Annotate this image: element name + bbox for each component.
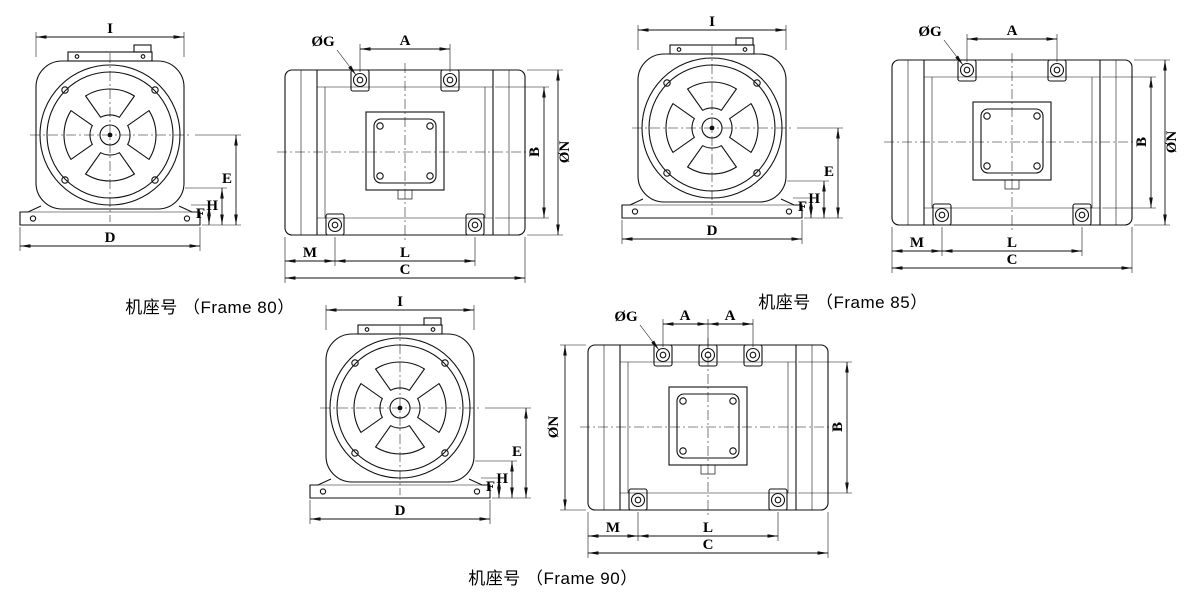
dim-label-H: H	[206, 198, 218, 214]
dim-label-F: F	[486, 479, 495, 495]
frame85-front-view: I D F H E	[621, 14, 843, 244]
frame85-side-view: ØG A B ØN M L C	[883, 23, 1180, 273]
dim-label-OG: ØG	[614, 309, 638, 325]
frame-80-caption: 机座号 （Frame 80）	[125, 298, 295, 317]
dim-label-L: L	[703, 520, 713, 536]
motor-front-drawing	[19, 44, 201, 226]
dim-label-C: C	[1007, 252, 1018, 268]
frame90-front-dimensions: I D F H E	[309, 294, 531, 524]
dim-label-I: I	[709, 14, 715, 30]
dim-label-A: A	[400, 33, 411, 49]
dim-label-B: B	[527, 147, 543, 157]
frame80-side-dimensions: ØG A B ØN M L C	[284, 33, 573, 283]
frame80-front-view: I D F H E	[19, 21, 241, 251]
dim-label-F: F	[196, 206, 205, 222]
dim-label-L: L	[1007, 235, 1017, 251]
motor-front-drawing	[309, 317, 491, 499]
dim-label-ON: ØN	[1164, 131, 1180, 154]
frame85-side-dimensions: ØG A B ØN M L C	[891, 23, 1180, 273]
frame-90-caption: 机座号 （Frame 90）	[468, 569, 638, 588]
motor-side-drawing	[579, 337, 837, 518]
dim-label-M: M	[606, 520, 620, 536]
dim-label-I: I	[107, 21, 113, 37]
motor-front-drawing	[621, 37, 803, 219]
dim-label-ON: ØN	[546, 416, 562, 439]
dim-label-I: I	[397, 294, 403, 310]
dim-label-E: E	[222, 171, 232, 187]
frame80-front-dimensions: I D F H E	[19, 21, 241, 251]
dim-label-E: E	[824, 164, 834, 180]
dim-label-H: H	[808, 191, 820, 207]
frame80-side-view: ØG A B ØN M L C	[276, 33, 573, 283]
dim-label-D: D	[105, 230, 116, 246]
frame90-front-view: I D F H E	[309, 294, 531, 524]
dim-label-M: M	[303, 245, 317, 261]
dim-label-B: B	[830, 422, 846, 432]
frame85-front-dimensions: I D F H E	[621, 14, 843, 244]
dim-label-F: F	[798, 199, 807, 215]
dim-label-A: A	[1007, 23, 1018, 39]
dim-label-OG: ØG	[311, 34, 335, 50]
dim-label-C: C	[400, 262, 411, 278]
motor-side-drawing	[276, 62, 534, 243]
dim-label-ON: ØN	[557, 141, 573, 164]
dim-label-A2: A	[725, 308, 736, 324]
frame90-side-dimensions: ØG A A ØN B M L C	[546, 308, 852, 558]
dim-label-OG: ØG	[918, 24, 942, 40]
frame-85-caption: 机座号 （Frame 85）	[758, 293, 928, 312]
motor-side-drawing	[883, 52, 1141, 233]
dim-label-A1: A	[680, 308, 691, 324]
dim-label-D: D	[707, 223, 718, 239]
dim-label-C: C	[703, 537, 714, 553]
dim-label-L: L	[400, 245, 410, 261]
dim-label-E: E	[512, 444, 522, 460]
dim-label-M: M	[910, 235, 924, 251]
frame90-side-view: ØG A A ØN B M L C	[546, 308, 852, 558]
dim-label-H: H	[496, 471, 508, 487]
dim-label-B: B	[1134, 137, 1150, 147]
dim-label-D: D	[395, 503, 406, 519]
